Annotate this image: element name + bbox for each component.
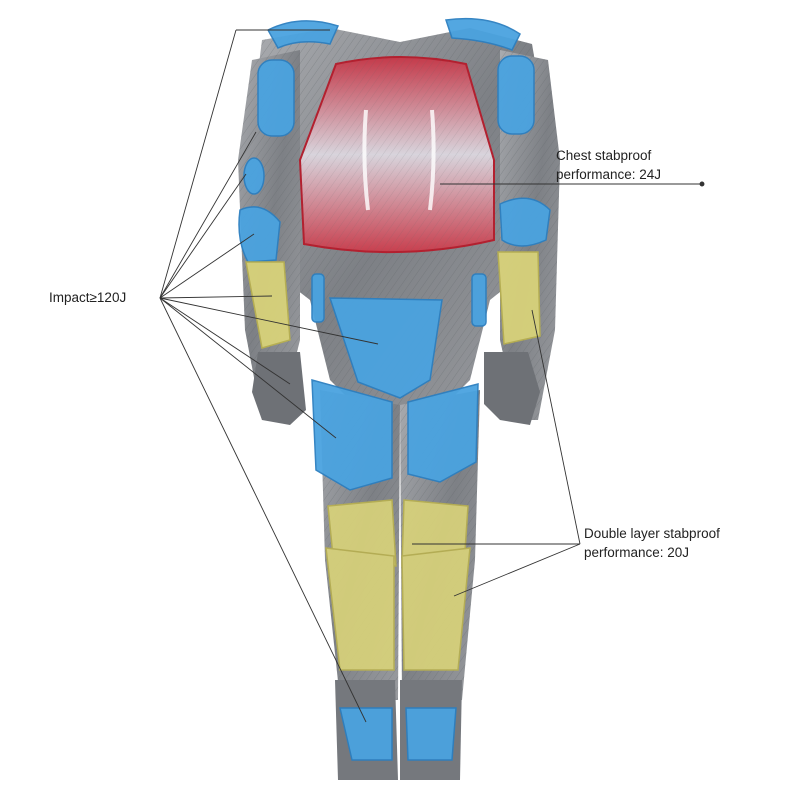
leader-lines <box>159 29 705 723</box>
chest-label-line2: performance: 24J <box>556 167 662 182</box>
chest-stabproof-plate <box>298 56 495 254</box>
blue-impact-pads <box>238 17 551 761</box>
double-label-line1: Double layer stabproof <box>584 526 720 541</box>
chest-stabproof-label: Chest stabproof performance: 24J <box>556 146 661 184</box>
double-layer-stabproof-label: Double layer stabproof performance: 20J <box>584 524 720 562</box>
double-label-line2: performance: 20J <box>584 545 690 560</box>
chest-label-line1: Chest stabproof <box>556 148 652 163</box>
impact-label: Impact≥120J <box>49 288 126 307</box>
forearm-stabproof-pads <box>245 251 541 349</box>
impact-label-text: Impact≥120J <box>49 290 127 305</box>
leg-stabproof-pads <box>325 499 471 671</box>
